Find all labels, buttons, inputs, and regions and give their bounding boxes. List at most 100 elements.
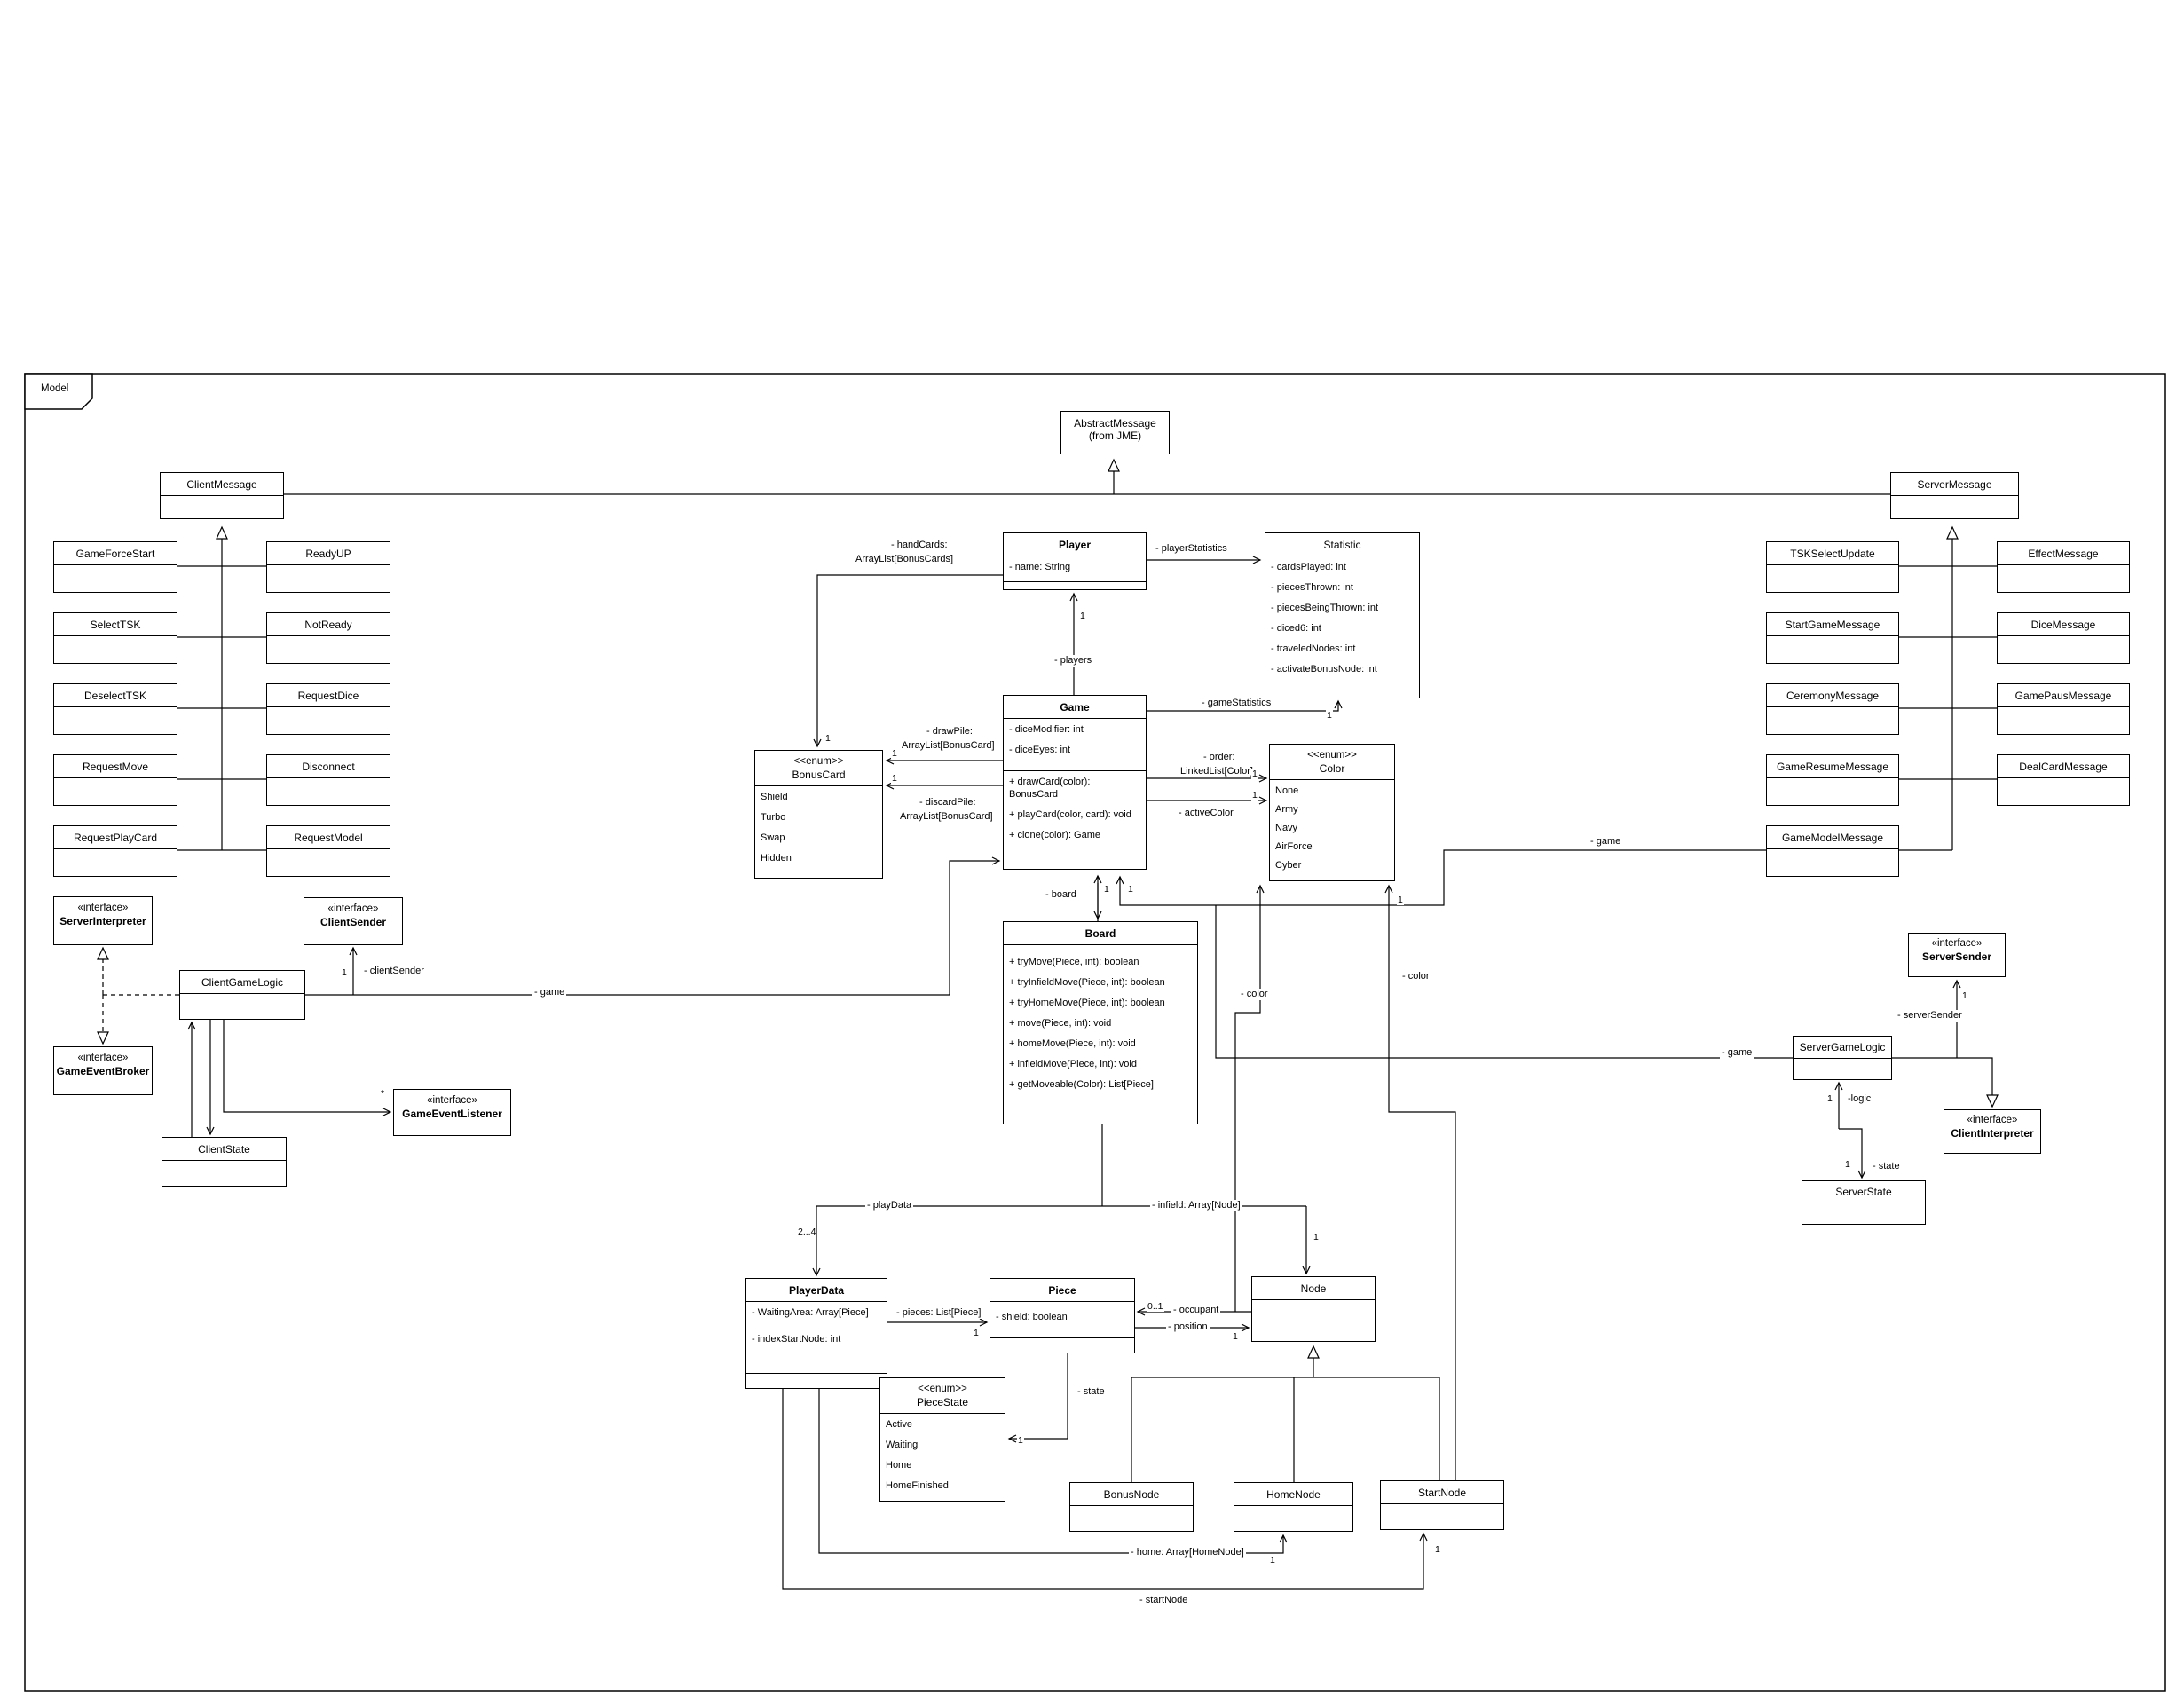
enum-piece-state[interactable]: <<enum>> PieceState Active Waiting Home … [879,1377,1005,1502]
class-deselect-tsk[interactable]: DeselectTSK [53,683,177,735]
class-name: GameEventListener [402,1108,502,1120]
edge-label-handcards: - handCards: [889,540,950,551]
class-ready-up[interactable]: ReadyUP [266,541,390,593]
class-name: PlayerData [788,1284,845,1297]
enum-literal: Cyber [1275,860,1302,871]
enum-literal: Hidden [761,853,792,864]
class-name: NotReady [304,619,352,631]
stereotype: «interface» [427,1095,477,1106]
class-name: TSKSelectUpdate [1790,548,1875,560]
class-name: RequestDice [297,690,359,702]
edge-label-state-server: - state [1871,1161,1902,1172]
enum-bonus-card[interactable]: <<enum>> BonusCard Shield Turbo Swap Hid… [754,750,883,879]
class-game-paus-message[interactable]: GamePausMessage [1997,683,2130,735]
class-client-game-logic[interactable]: ClientGameLogic [179,970,305,1020]
class-home-node[interactable]: HomeNode [1234,1482,1353,1532]
class-name: CeremonyMessage [1786,690,1880,702]
class-name: Player [1058,539,1092,551]
interface-game-event-broker[interactable]: «interface» GameEventBroker [53,1046,153,1095]
class-game-model-message[interactable]: GameModelMessage [1766,825,1899,877]
edge-playerdata-startnode [782,1389,1428,1590]
class-server-game-logic[interactable]: ServerGameLogic [1793,1036,1892,1080]
edge-playerdata-home [818,1389,1288,1554]
mult-color-start: 1 [1397,895,1404,905]
class-name: StartGameMessage [1785,619,1880,631]
interface-client-sender[interactable]: «interface» ClientSender [304,897,403,945]
edge-label-player-statistics: - playerStatistics [1154,543,1229,555]
class-request-move[interactable]: RequestMove [53,754,177,806]
class-server-state[interactable]: ServerState [1802,1180,1926,1225]
edge-label-game-server: - game [1720,1047,1754,1059]
class-name: RequestModel [294,832,363,844]
class-server-message[interactable]: ServerMessage [1890,472,2019,519]
class-player[interactable]: Player - name: String [1003,532,1147,590]
stereotype: «interface» [77,903,129,913]
class-name: GameForceStart [75,548,155,560]
edge-label-game-model: - game [1589,836,1623,848]
class-request-play-card[interactable]: RequestPlayCard [53,825,177,877]
method: + tryMove(Piece, int): boolean [1009,957,1139,967]
enum-literal: Shield [761,792,788,802]
enum-literal: HomeFinished [886,1480,949,1491]
edge-label-startnode: - startNode [1138,1595,1190,1606]
edge-label-players: - players [1053,655,1094,667]
class-game-resume-message[interactable]: GameResumeMessage [1766,754,1899,806]
method: + homeMove(Piece, int): void [1009,1038,1136,1049]
mult-game-model: 1 [1127,884,1134,895]
method: + tryHomeMove(Piece, int): boolean [1009,998,1165,1008]
stereotype: «interface» [1967,1115,2018,1125]
attribute: - name: String [1009,562,1071,572]
interface-client-interpreter[interactable]: «interface» ClientInterpreter [1944,1109,2041,1154]
mult-activecolor: 1 [1251,790,1258,801]
class-request-dice[interactable]: RequestDice [266,683,390,735]
mult-position: 1 [1232,1331,1239,1342]
class-name: Board [1084,927,1116,940]
class-name: ClientSender [319,916,386,928]
interface-game-event-listener[interactable]: «interface» GameEventListener [393,1089,511,1136]
attribute: - shield: boolean [996,1312,1068,1322]
class-board[interactable]: Board + tryMove(Piece, int): boolean + t… [1003,921,1198,1124]
frame-tab[interactable]: Model [41,383,69,394]
mult-board: 1 [1103,884,1110,895]
interface-server-sender[interactable]: «interface» ServerSender [1908,933,2006,977]
edge-startnode-color [1384,884,1456,1480]
class-client-state[interactable]: ClientState [162,1137,287,1187]
stereotype: <<enum>> [793,756,844,767]
mult-gamestatistics: 1 [1326,710,1333,721]
class-ceremony-message[interactable]: CeremonyMessage [1766,683,1899,735]
class-game[interactable]: Game - diceModifier: int - diceEyes: int… [1003,695,1147,870]
attribute: - cardsPlayed: int [1271,562,1346,572]
class-tsk-select-update[interactable]: TSKSelectUpdate [1766,541,1899,593]
class-deal-card-message[interactable]: DealCardMessage [1997,754,2130,806]
class-dice-message[interactable]: DiceMessage [1997,612,2130,664]
edge-servergamelogic-game [1215,905,1793,1059]
mult-gameeventlistener: * [380,1088,386,1099]
class-request-model[interactable]: RequestModel [266,825,390,877]
enum-color[interactable]: <<enum>> Color None Army Navy AirForce C… [1269,744,1395,881]
class-node[interactable]: Node [1251,1276,1376,1342]
interface-server-interpreter[interactable]: «interface» ServerInterpreter [53,896,153,945]
frame-tab-shape [24,373,93,410]
class-bonus-node[interactable]: BonusNode [1069,1482,1194,1532]
class-name: Node [1300,1282,1327,1295]
class-game-force-start[interactable]: GameForceStart [53,541,177,593]
class-select-tsk[interactable]: SelectTSK [53,612,177,664]
mult-clientsender: 1 [341,967,348,978]
class-player-data[interactable]: PlayerData - WaitingArea: Array[Piece] -… [745,1278,887,1389]
class-statistic[interactable]: Statistic - cardsPlayed: int - piecesThr… [1265,532,1420,698]
class-disconnect[interactable]: Disconnect [266,754,390,806]
edge-label-handcards-type: ArrayList[BonusCards] [854,554,956,565]
enum-literal: Home [886,1460,912,1471]
class-abstract-message[interactable]: AbstractMessage (from JME) [1060,411,1170,454]
class-name: DealCardMessage [2019,761,2108,773]
edge-label-order: - order: [1202,752,1237,763]
class-effect-message[interactable]: EffectMessage [1997,541,2130,593]
class-not-ready[interactable]: NotReady [266,612,390,664]
class-piece[interactable]: Piece - shield: boolean [990,1278,1135,1353]
class-client-message[interactable]: ClientMessage [160,472,284,519]
class-start-node[interactable]: StartNode [1380,1480,1504,1530]
edge-label-occupant: - occupant [1171,1305,1221,1316]
class-start-game-message[interactable]: StartGameMessage [1766,612,1899,664]
